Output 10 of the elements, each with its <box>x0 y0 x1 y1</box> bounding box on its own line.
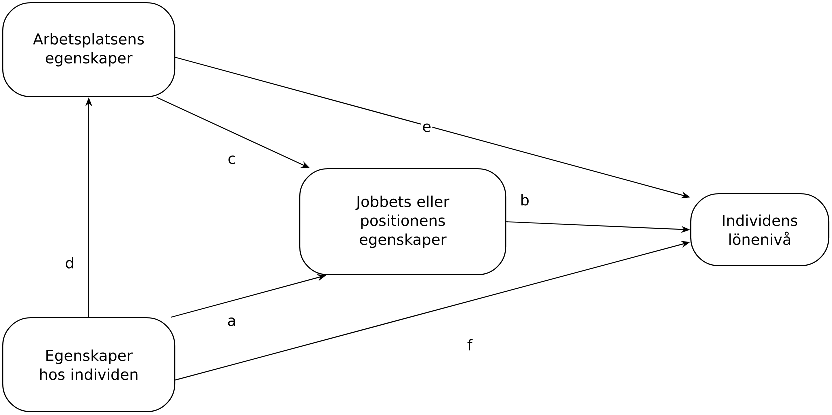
edge-label: e <box>421 122 433 134</box>
edge-label: c <box>226 154 238 166</box>
edge-label: f <box>466 338 474 352</box>
edge-label: d <box>64 256 76 270</box>
edge-label: a <box>226 316 238 328</box>
edge-label: b <box>519 193 531 207</box>
rounded-box: Jobbets eller positionens egenskaper <box>299 168 507 276</box>
rounded-box: Arbetsplatsens egenskaper <box>2 2 176 98</box>
rounded-box: Individens lönenivå <box>690 193 830 267</box>
rounded-box: Egenskaper hos individen <box>2 317 176 413</box>
